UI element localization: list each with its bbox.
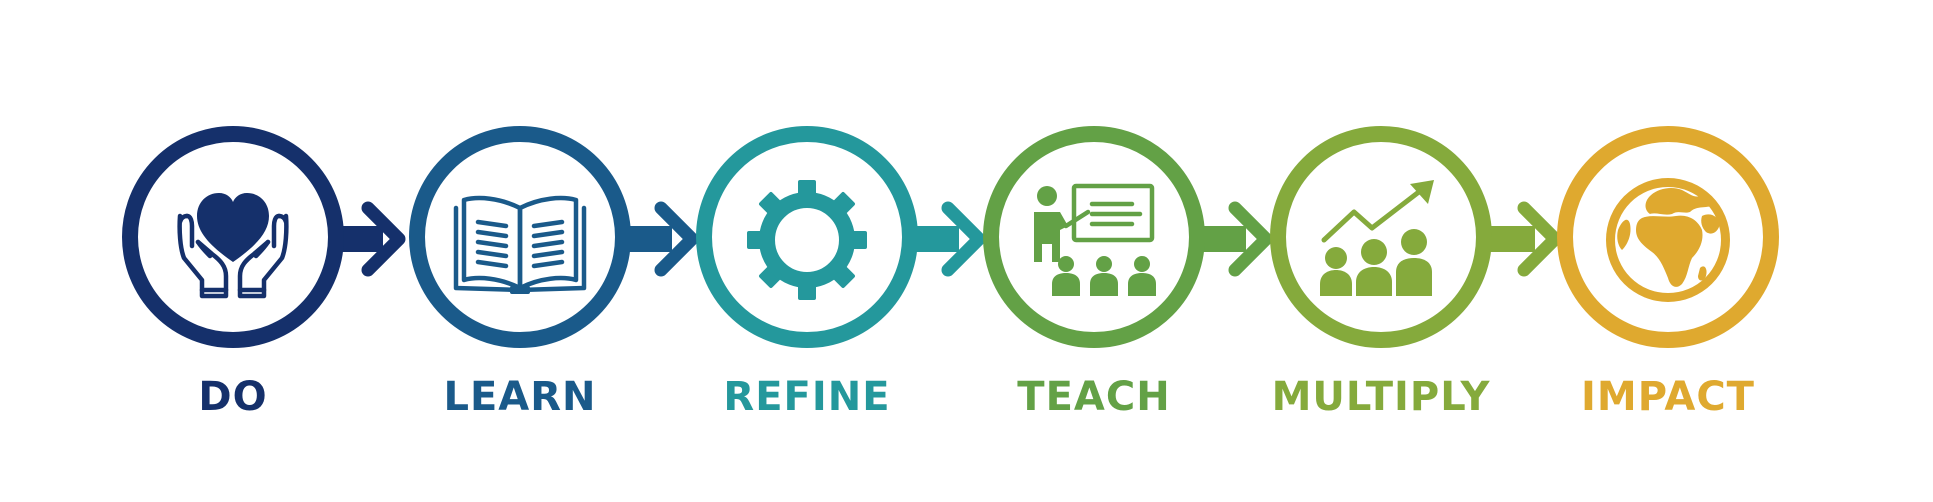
arrow-do-to-learn bbox=[337, 201, 406, 277]
hands-heart-icon bbox=[197, 193, 269, 262]
step-label: LEARN bbox=[443, 374, 596, 420]
teacher-presenting-icon bbox=[1034, 183, 1156, 296]
step-impact: IMPACT bbox=[1557, 126, 1779, 420]
step-teach-ring bbox=[983, 126, 1205, 348]
arrow-multiply-to-impact bbox=[1487, 201, 1562, 277]
step-label: DO bbox=[198, 374, 267, 420]
group-growth-icon bbox=[1320, 180, 1434, 296]
step-label: IMPACT bbox=[1581, 374, 1755, 420]
gear-icon bbox=[747, 180, 867, 300]
arrow-teach-to-multiply bbox=[1198, 201, 1273, 277]
step-learn: LEARN bbox=[409, 126, 631, 420]
step-multiply: MULTIPLY bbox=[1270, 126, 1492, 420]
globe-icon bbox=[1606, 178, 1730, 302]
arrow-learn-to-refine bbox=[624, 201, 699, 277]
step-label: REFINE bbox=[723, 374, 890, 420]
step-multiply-ring bbox=[1270, 126, 1492, 348]
open-book-icon bbox=[453, 195, 587, 294]
step-do: DO bbox=[122, 126, 344, 420]
step-teach: TEACH bbox=[983, 126, 1205, 420]
arrow-refine-to-teach bbox=[911, 201, 986, 277]
step-label: TEACH bbox=[1017, 374, 1170, 420]
step-label: MULTIPLY bbox=[1272, 374, 1491, 420]
step-refine: REFINE bbox=[696, 126, 918, 420]
